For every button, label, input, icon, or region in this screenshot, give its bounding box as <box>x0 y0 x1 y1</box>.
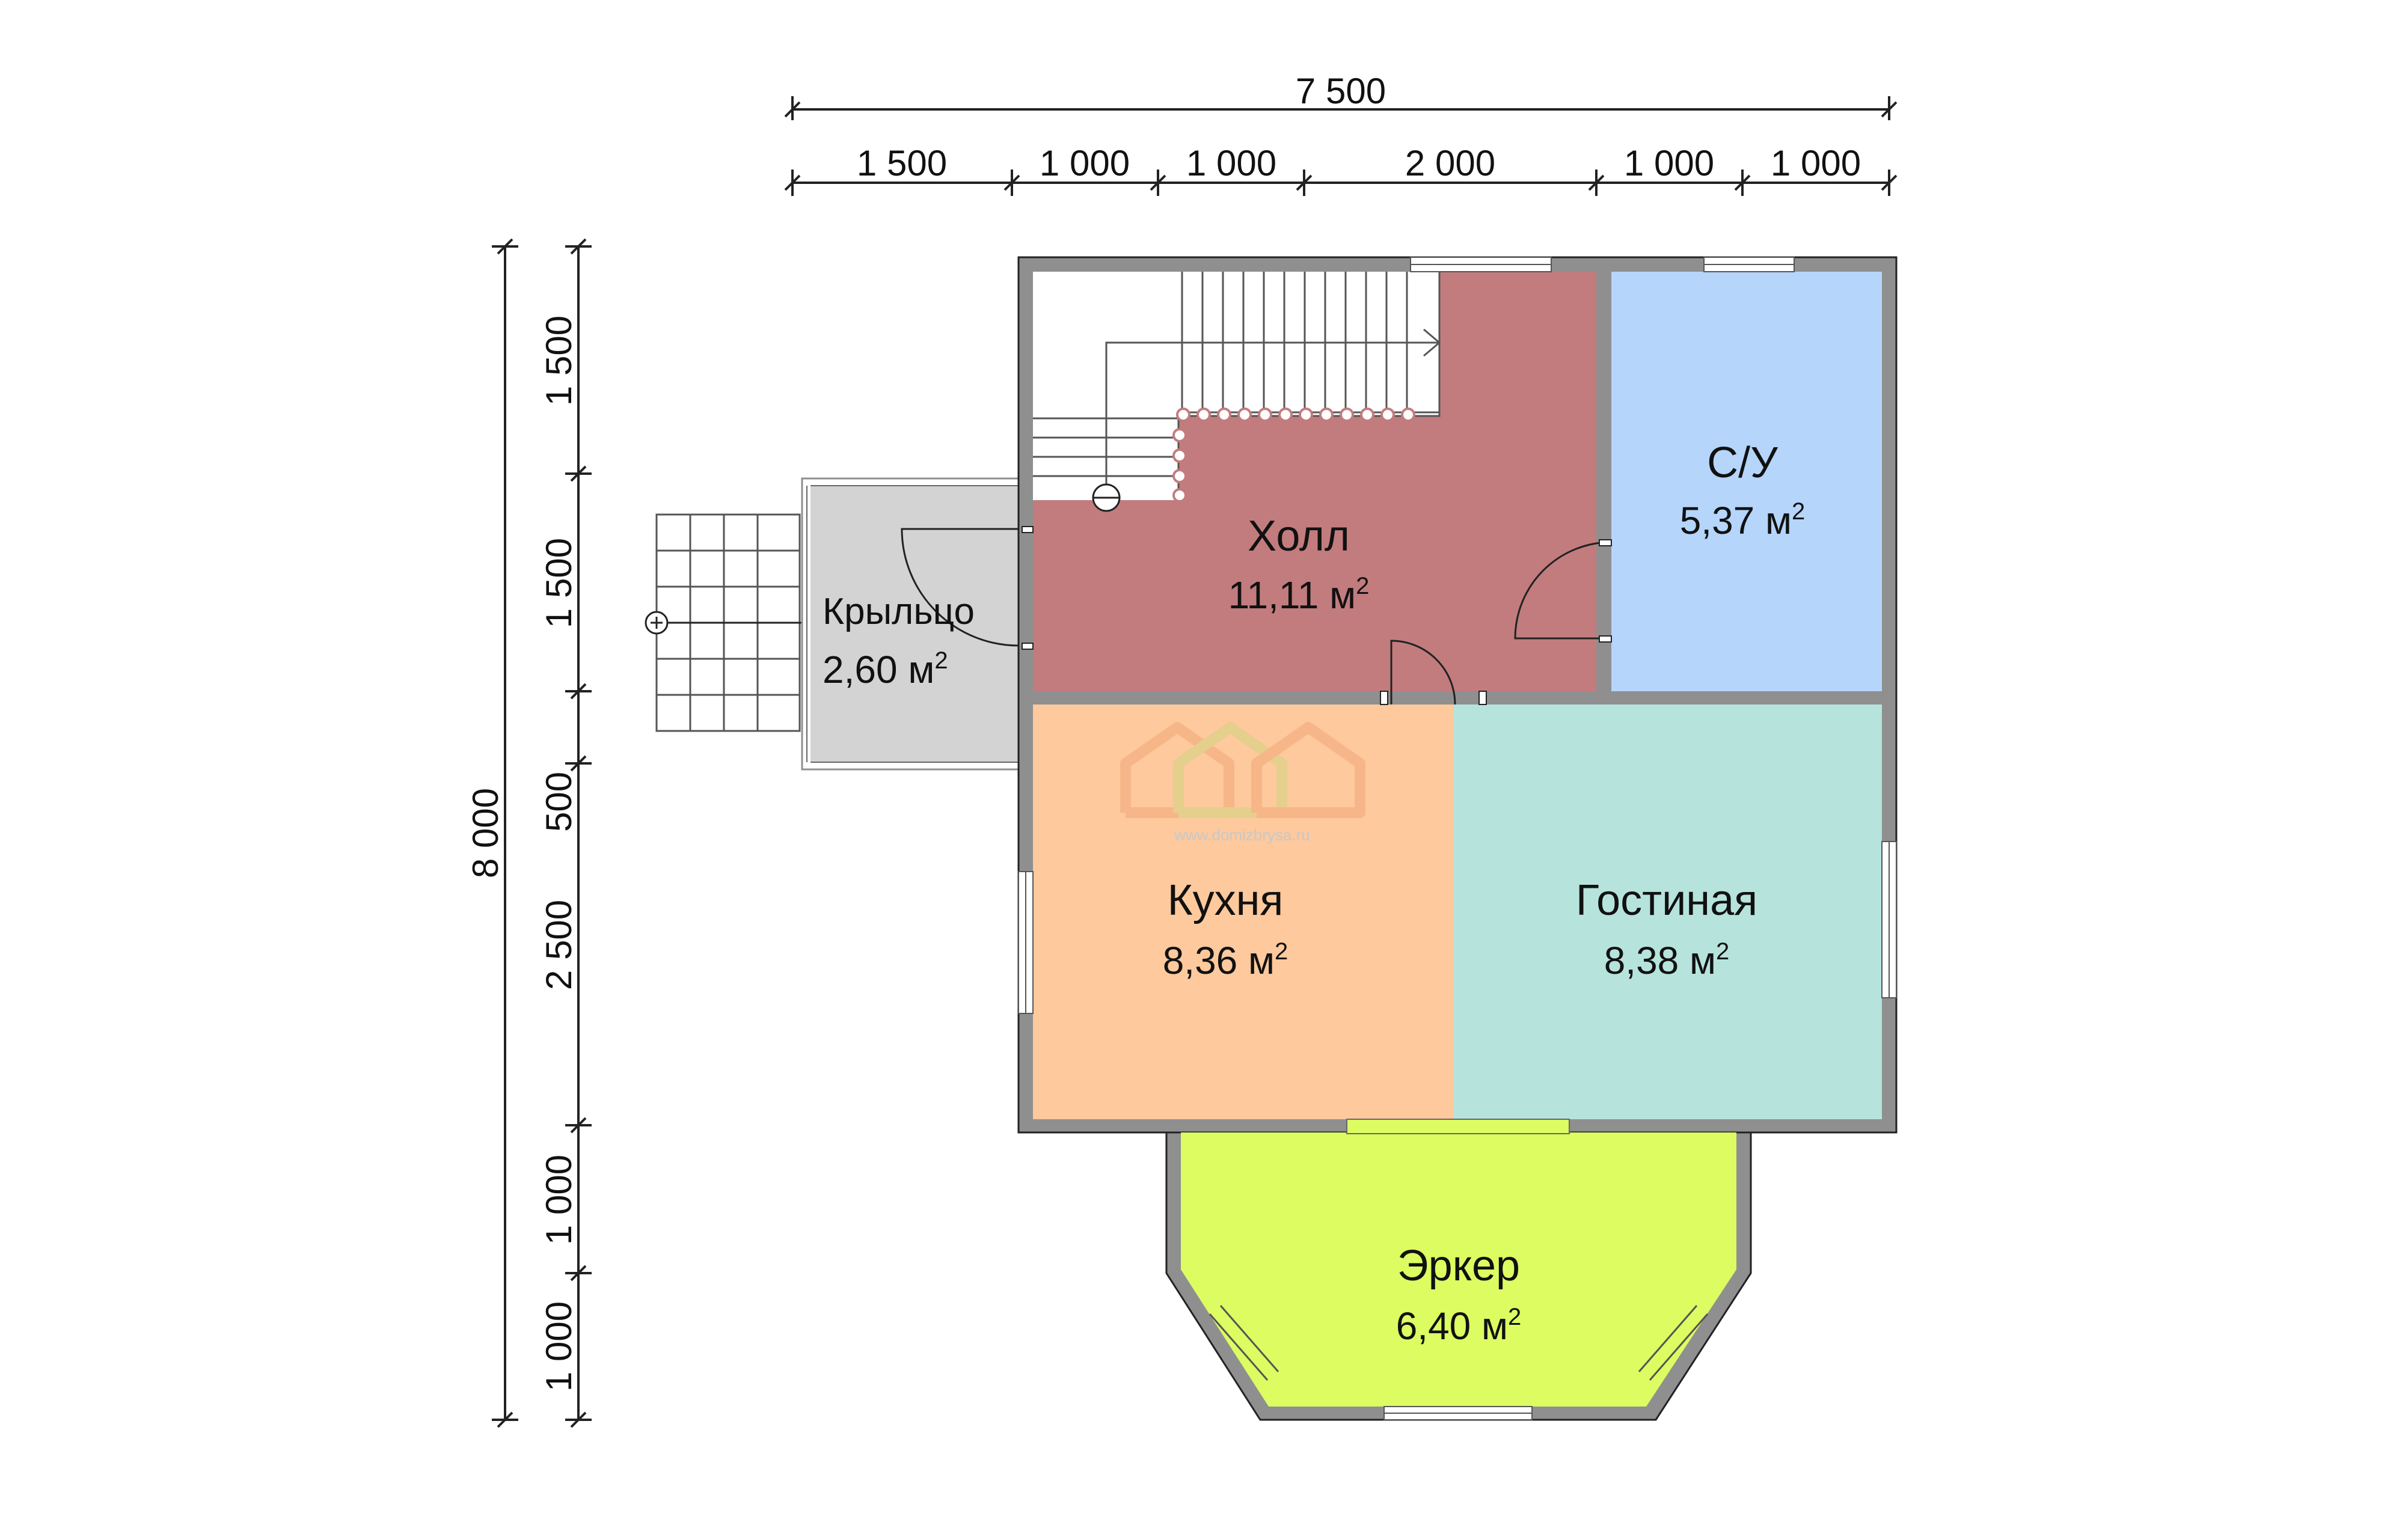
kitchen-area: 8,36 м2 <box>1163 938 1288 982</box>
stair-balusters <box>1172 408 1415 503</box>
label-living: Гостиная 8,38 м2 <box>1576 876 1757 982</box>
kitchen-name: Кухня <box>1168 876 1284 924</box>
living-room <box>1454 704 1882 1119</box>
stair-arrow-start <box>1092 483 1121 512</box>
label-porch: Крыльцо 2,60 м2 <box>823 591 975 691</box>
dim-left-seg-5: 1 000 <box>539 1155 579 1245</box>
dim-top-seg-5: 1 000 <box>1624 143 1714 183</box>
label-bay: Эркер 6,40 м2 <box>1396 1242 1522 1348</box>
label-hall: Холл 11,11 м2 <box>1228 512 1370 617</box>
label-kitchen: Кухня 8,36 м2 <box>1163 876 1288 982</box>
bay-name: Эркер <box>1397 1242 1520 1290</box>
porch <box>801 477 1020 771</box>
bay-opening <box>1346 1119 1570 1134</box>
dim-top-seg-4: 2 000 <box>1405 143 1495 183</box>
bay-diagonal-windows <box>1209 1305 1709 1381</box>
door-jambs <box>1022 526 1612 705</box>
watermark-logo <box>1120 722 1365 818</box>
porch-name: Крыльцо <box>823 591 975 632</box>
living-area: 8,38 м2 <box>1604 938 1730 982</box>
windows <box>1018 257 1897 1420</box>
bath-name: С/У <box>1707 439 1778 487</box>
porch-fill <box>810 486 1019 762</box>
bath-room <box>1611 272 1882 691</box>
dim-left-seg-6: 1 000 <box>539 1301 579 1392</box>
dim-top-seg-6: 1 000 <box>1771 143 1861 183</box>
hall-room <box>1033 272 1596 691</box>
dim-top-seg-1: 1 500 <box>857 143 947 183</box>
living-name: Гостиная <box>1576 876 1757 924</box>
dim-left-seg-4: 2 500 <box>539 900 579 990</box>
dim-left-seg-1: 1 500 <box>539 316 579 406</box>
porch-area: 2,60 м2 <box>823 647 948 691</box>
dim-left-total: 8 000 <box>465 788 506 878</box>
doors <box>901 528 1612 705</box>
kitchen-room <box>1033 704 1454 1119</box>
watermark-text: www.domizbrysa.ru <box>1174 826 1310 844</box>
hall-area: 11,11 м2 <box>1228 573 1370 617</box>
dim-left-seg-3: 500 <box>539 772 579 832</box>
bay-area: 6,40 м2 <box>1396 1304 1522 1348</box>
dimension-lines <box>492 96 1898 1428</box>
hall-name: Холл <box>1248 512 1350 560</box>
dim-left-seg-2: 1 500 <box>539 538 579 628</box>
dim-top-total: 7 500 <box>1296 71 1386 111</box>
dim-top-seg-2: 1 000 <box>1040 143 1130 183</box>
dim-top-seg-3: 1 000 <box>1186 143 1276 183</box>
bath-area: 5,37 м2 <box>1680 498 1806 542</box>
bay-room <box>1181 1132 1736 1407</box>
label-bath: С/У 5,37 м2 <box>1680 439 1806 542</box>
